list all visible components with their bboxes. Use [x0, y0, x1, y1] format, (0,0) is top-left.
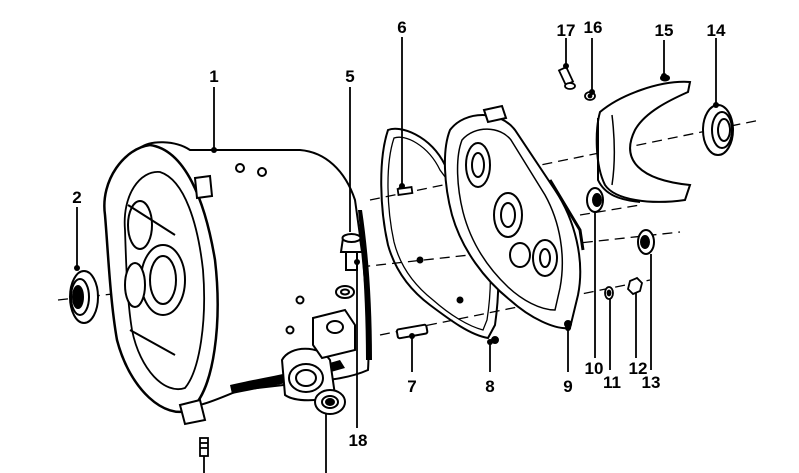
callout-8: 8 [485, 377, 494, 396]
seal-ring-10 [586, 187, 604, 213]
callout-15: 15 [655, 21, 674, 40]
callout-2: 2 [72, 188, 81, 207]
callout-18: 18 [349, 431, 368, 450]
mounting-stud [199, 437, 209, 457]
seal-ring-13 [637, 229, 655, 255]
intermediate-cover [443, 104, 585, 344]
callout-17: 17 [557, 21, 576, 40]
axis-upper [369, 119, 761, 201]
drain-plug [339, 233, 364, 271]
callout-1: 1 [209, 67, 218, 86]
callout-11: 11 [603, 373, 621, 392]
axis-mid [579, 204, 641, 216]
callout-9: 9 [563, 377, 572, 396]
callout-13: 13 [642, 373, 661, 392]
callout-labels: 1 2 5 6 7 8 9 10 11 12 13 14 15 16 17 18 [72, 18, 726, 450]
housing-part [103, 141, 372, 426]
callout-7: 7 [407, 377, 416, 396]
shaft-seal-right [702, 104, 734, 156]
seal-ring-18 [314, 389, 346, 415]
callout-16: 16 [584, 18, 603, 37]
leader-lines [76, 37, 717, 473]
cover-screw [557, 65, 576, 90]
callout-5: 5 [345, 67, 354, 86]
end-cover [595, 74, 692, 203]
callout-12: 12 [629, 359, 648, 378]
plug-washer [335, 285, 355, 299]
nut-12 [627, 276, 643, 296]
washer-11 [604, 286, 614, 300]
leader-dots [74, 63, 719, 345]
shaft-seal-left [69, 270, 99, 324]
callout-6: 6 [397, 18, 406, 37]
callout-10: 10 [585, 359, 604, 378]
callout-14: 14 [707, 21, 726, 40]
dowel-pin [396, 186, 414, 196]
